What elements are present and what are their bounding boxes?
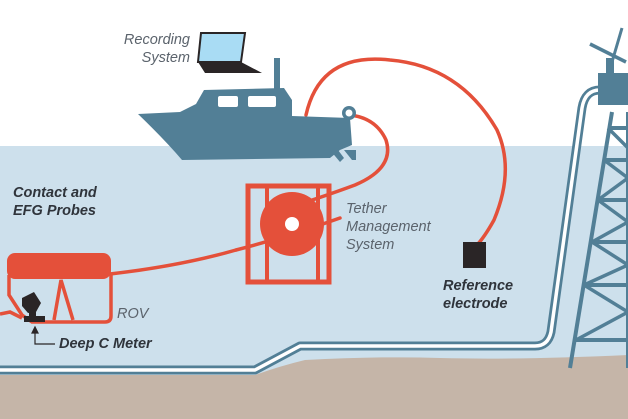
- meter-icon: [22, 292, 45, 322]
- label-recording-system: Recording System: [102, 31, 190, 67]
- tether-cable-rov: [108, 248, 238, 276]
- label-probes-line-1: Contact and: [13, 185, 97, 201]
- pipeline-icon: [0, 85, 617, 375]
- label-tms-line-2: Management: [346, 219, 431, 235]
- label-contact-probes: Contact and EFG Probes: [13, 184, 97, 220]
- electrode-icon: [463, 242, 486, 268]
- label-reference-electrode: Reference electrode: [443, 277, 513, 313]
- label-tms-line-1: Tether: [346, 201, 387, 217]
- label-recording-line-2: System: [141, 50, 190, 66]
- tether-cable-electrode: [304, 57, 507, 248]
- platform-icon: [568, 27, 628, 369]
- label-tms-line-3: System: [346, 237, 395, 253]
- label-electrode-line-1: Reference: [443, 278, 514, 294]
- meter-pointer: [31, 325, 55, 345]
- label-electrode-line-2: electrode: [443, 296, 508, 312]
- label-recording-line-1: Recording: [123, 32, 190, 48]
- boat-icon: [138, 58, 356, 162]
- tether-cable-tms: [273, 113, 390, 214]
- label-deep-c-meter: Deep C Meter: [59, 336, 152, 352]
- tether-reel-icon: [245, 183, 332, 285]
- label-tms: Tether Management System: [346, 200, 431, 254]
- label-rov: ROV: [117, 306, 149, 322]
- label-probes-line-2: EFG Probes: [13, 203, 96, 219]
- seabed: [0, 355, 628, 419]
- laptop-icon: [196, 32, 262, 73]
